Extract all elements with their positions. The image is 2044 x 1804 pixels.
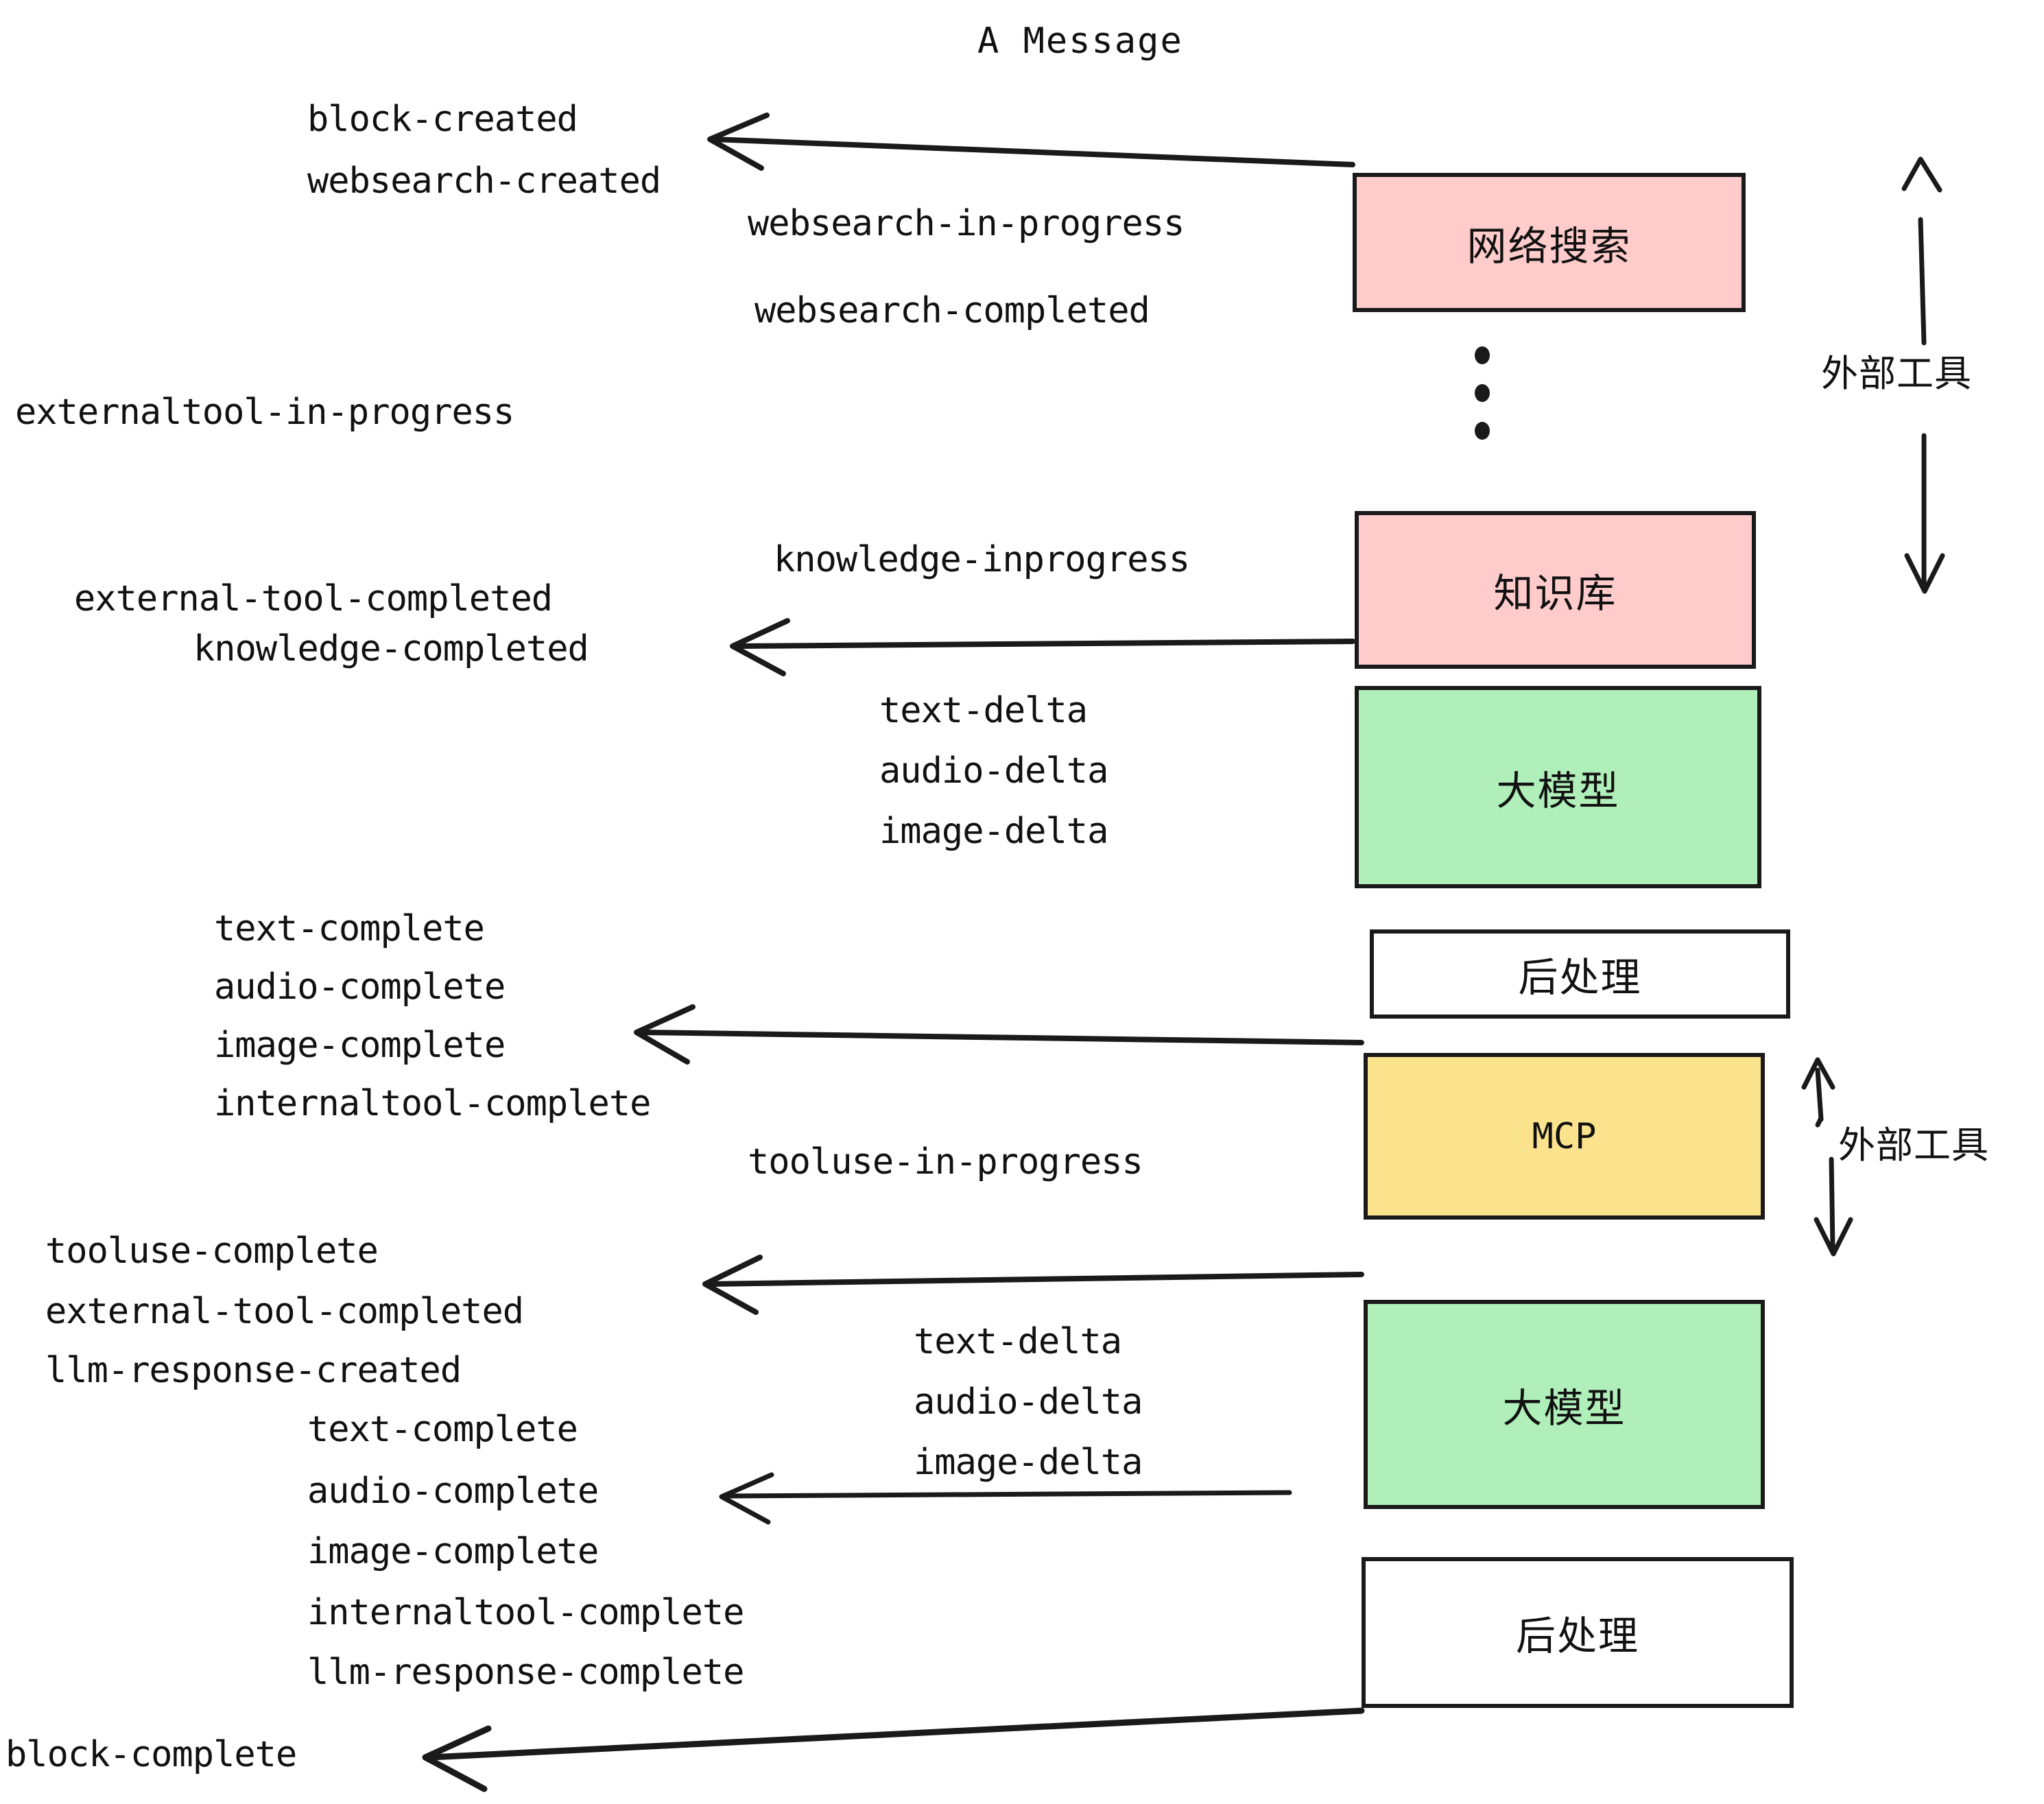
arrow-postprocess-to-image-complete <box>634 1004 1364 1065</box>
event-image-delta-1: image-delta <box>879 811 1108 852</box>
box-mcp[interactable]: MCP <box>1364 1053 1765 1220</box>
arrow-mcp-to-tooluse-complete <box>702 1255 1364 1315</box>
ellipsis-dot-2 <box>1475 384 1490 402</box>
box-label: 大模型 <box>1496 767 1620 814</box>
event-tooluse-complete: tooluse-complete <box>45 1231 379 1272</box>
event-knowledge-inprogress: knowledge-inprogress <box>774 539 1190 580</box>
box-postprocess-first[interactable]: 后处理 <box>1370 929 1790 1019</box>
event-audio-delta-1: audio-delta <box>879 750 1108 792</box>
event-text-delta-1: text-delta <box>879 690 1088 731</box>
event-text-complete-1: text-complete <box>214 908 485 949</box>
box-web-search[interactable]: 网络搜索 <box>1353 173 1746 312</box>
diagram-title: A Message <box>977 21 1183 62</box>
event-websearch-created: websearch-created <box>307 161 661 202</box>
event-internaltool-complete-2: internaltool-complete <box>307 1592 744 1633</box>
box-label: 知识库 <box>1493 570 1617 617</box>
event-audio-complete-1: audio-complete <box>214 966 506 1008</box>
box-postprocess-second[interactable]: 后处理 <box>1362 1557 1794 1708</box>
arrow-knowledge-to-knowledge-completed <box>730 618 1355 676</box>
arrow-postprocess-to-block-complete <box>422 1707 1365 1792</box>
event-audio-complete-2: audio-complete <box>307 1471 599 1512</box>
event-llm-response-created: llm-response-created <box>45 1350 462 1391</box>
box-label: 后处理 <box>1515 1613 1639 1659</box>
external-tool-label-bottom: 外部工具 <box>1838 1124 1989 1167</box>
arrow-websearch-to-block-created <box>707 112 1355 171</box>
event-block-created: block-created <box>307 99 578 140</box>
event-external-tool-completed-2: external-tool-completed <box>45 1291 524 1332</box>
event-websearch-completed: websearch-completed <box>754 290 1150 331</box>
ellipsis-dot-3 <box>1475 422 1490 440</box>
event-knowledge-completed: knowledge-completed <box>193 628 589 669</box>
event-image-complete-2: image-complete <box>307 1531 599 1572</box>
box-label: 网络搜索 <box>1466 222 1632 270</box>
event-llm-response-complete: llm-response-complete <box>307 1652 744 1693</box>
event-text-delta-2: text-delta <box>914 1321 1122 1362</box>
event-internaltool-complete-1: internaltool-complete <box>214 1083 651 1124</box>
box-label: 大模型 <box>1502 1384 1626 1432</box>
event-audio-delta-2: audio-delta <box>914 1381 1143 1423</box>
event-external-tool-completed-1: external-tool-completed <box>74 578 553 619</box>
box-knowledge-base[interactable]: 知识库 <box>1355 511 1756 669</box>
event-block-complete: block-complete <box>5 1734 297 1775</box>
box-llm-first[interactable]: 大模型 <box>1355 686 1761 888</box>
ellipsis-dot-1 <box>1475 346 1490 364</box>
event-image-delta-2: image-delta <box>914 1442 1143 1483</box>
event-websearch-in-progress: websearch-in-progress <box>748 203 1185 244</box>
event-externaltool-in-progress: externaltool-in-progress <box>15 392 514 433</box>
box-label: 后处理 <box>1518 954 1642 1001</box>
event-image-complete-1: image-complete <box>214 1025 506 1066</box>
box-label: MCP <box>1532 1115 1597 1157</box>
event-tooluse-in-progress: tooluse-in-progress <box>748 1141 1143 1183</box>
box-llm-second[interactable]: 大模型 <box>1364 1300 1765 1509</box>
event-text-complete-2: text-complete <box>307 1409 578 1450</box>
external-tool-label-top: 外部工具 <box>1821 352 1972 395</box>
